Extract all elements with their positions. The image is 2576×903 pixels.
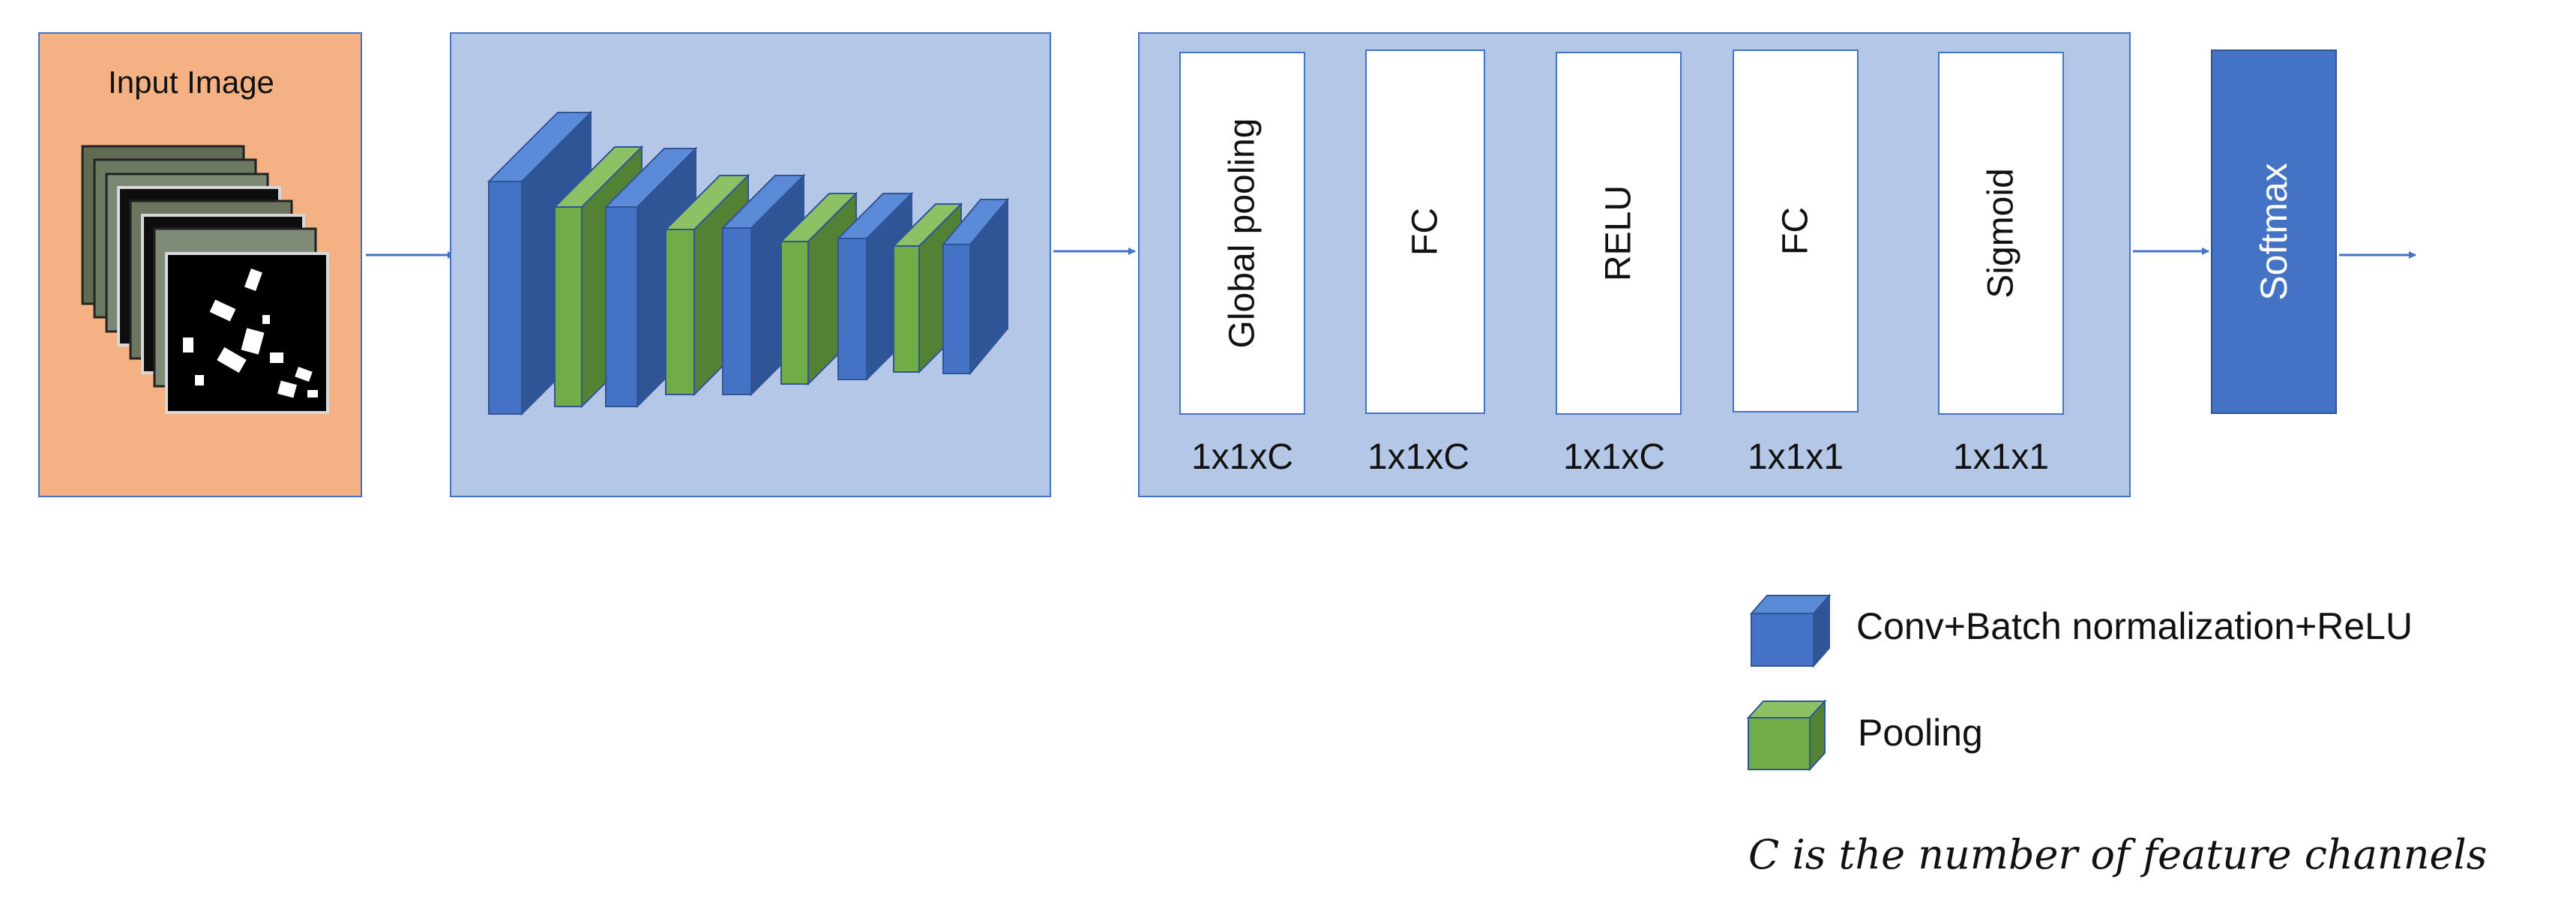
- encoder-panel: [450, 32, 1051, 497]
- layer-front-face: [605, 206, 638, 407]
- global-pooling-block: Global pooling 1x1xC: [1179, 52, 1305, 477]
- conv-bn-relu-layer: [941, 197, 1010, 376]
- fc-1-label: FC: [1406, 208, 1445, 256]
- layer-front-face: [837, 238, 867, 380]
- fc-block-2: FC 1x1x1: [1733, 50, 1859, 477]
- layer-front-face: [554, 206, 583, 407]
- softmax-block: Softmax: [2211, 50, 2337, 414]
- softmax-label: Softmax: [2253, 163, 2295, 300]
- sigmoid-dims: 1x1x1: [1953, 437, 2049, 477]
- layer-front-face: [893, 245, 920, 373]
- global-pooling-label: Global pooling: [1223, 118, 1263, 349]
- layer-front-face: [722, 227, 752, 395]
- fc-block-1: FC 1x1xC: [1365, 50, 1485, 477]
- legend-note: C is the number of feature channels: [1748, 831, 2487, 878]
- relu-label: RELU: [1599, 185, 1639, 281]
- layer-front-face: [780, 241, 809, 385]
- layer-front-face: [665, 229, 695, 395]
- attention-panel: Global pooling 1x1xC FC 1x1xC RELU 1x1xC…: [1138, 32, 2131, 497]
- legend-pool-swatch: [1746, 699, 1827, 772]
- legend-conv-label: Conv+Batch normalization+ReLU: [1856, 605, 2413, 647]
- legend-conv-swatch: [1749, 593, 1832, 668]
- input-image-stack: [81, 145, 329, 414]
- sigmoid-label: Sigmoid: [1981, 168, 2021, 298]
- layer-front-face: [942, 244, 971, 374]
- layer-front-face: [488, 181, 523, 415]
- encoder-layer-stack: [487, 110, 1010, 416]
- fc-2-label: FC: [1776, 207, 1816, 255]
- legend-pool-label: Pooling: [1858, 712, 1983, 754]
- input-panel: Input Image: [38, 32, 362, 497]
- global-pooling-dims: 1x1xC: [1191, 437, 1293, 477]
- legend: Conv+Batch normalization+ReLU Pooling C …: [1746, 593, 2487, 878]
- fc-1-dims: 1x1xC: [1367, 437, 1469, 477]
- fc-2-dims: 1x1x1: [1748, 437, 1844, 477]
- sigmoid-block: Sigmoid 1x1x1: [1938, 52, 2064, 477]
- relu-block: RELU 1x1xC: [1556, 52, 1682, 477]
- building-footprints: [183, 268, 318, 398]
- relu-dims: 1x1xC: [1563, 437, 1665, 477]
- input-panel-title: Input Image: [108, 64, 274, 100]
